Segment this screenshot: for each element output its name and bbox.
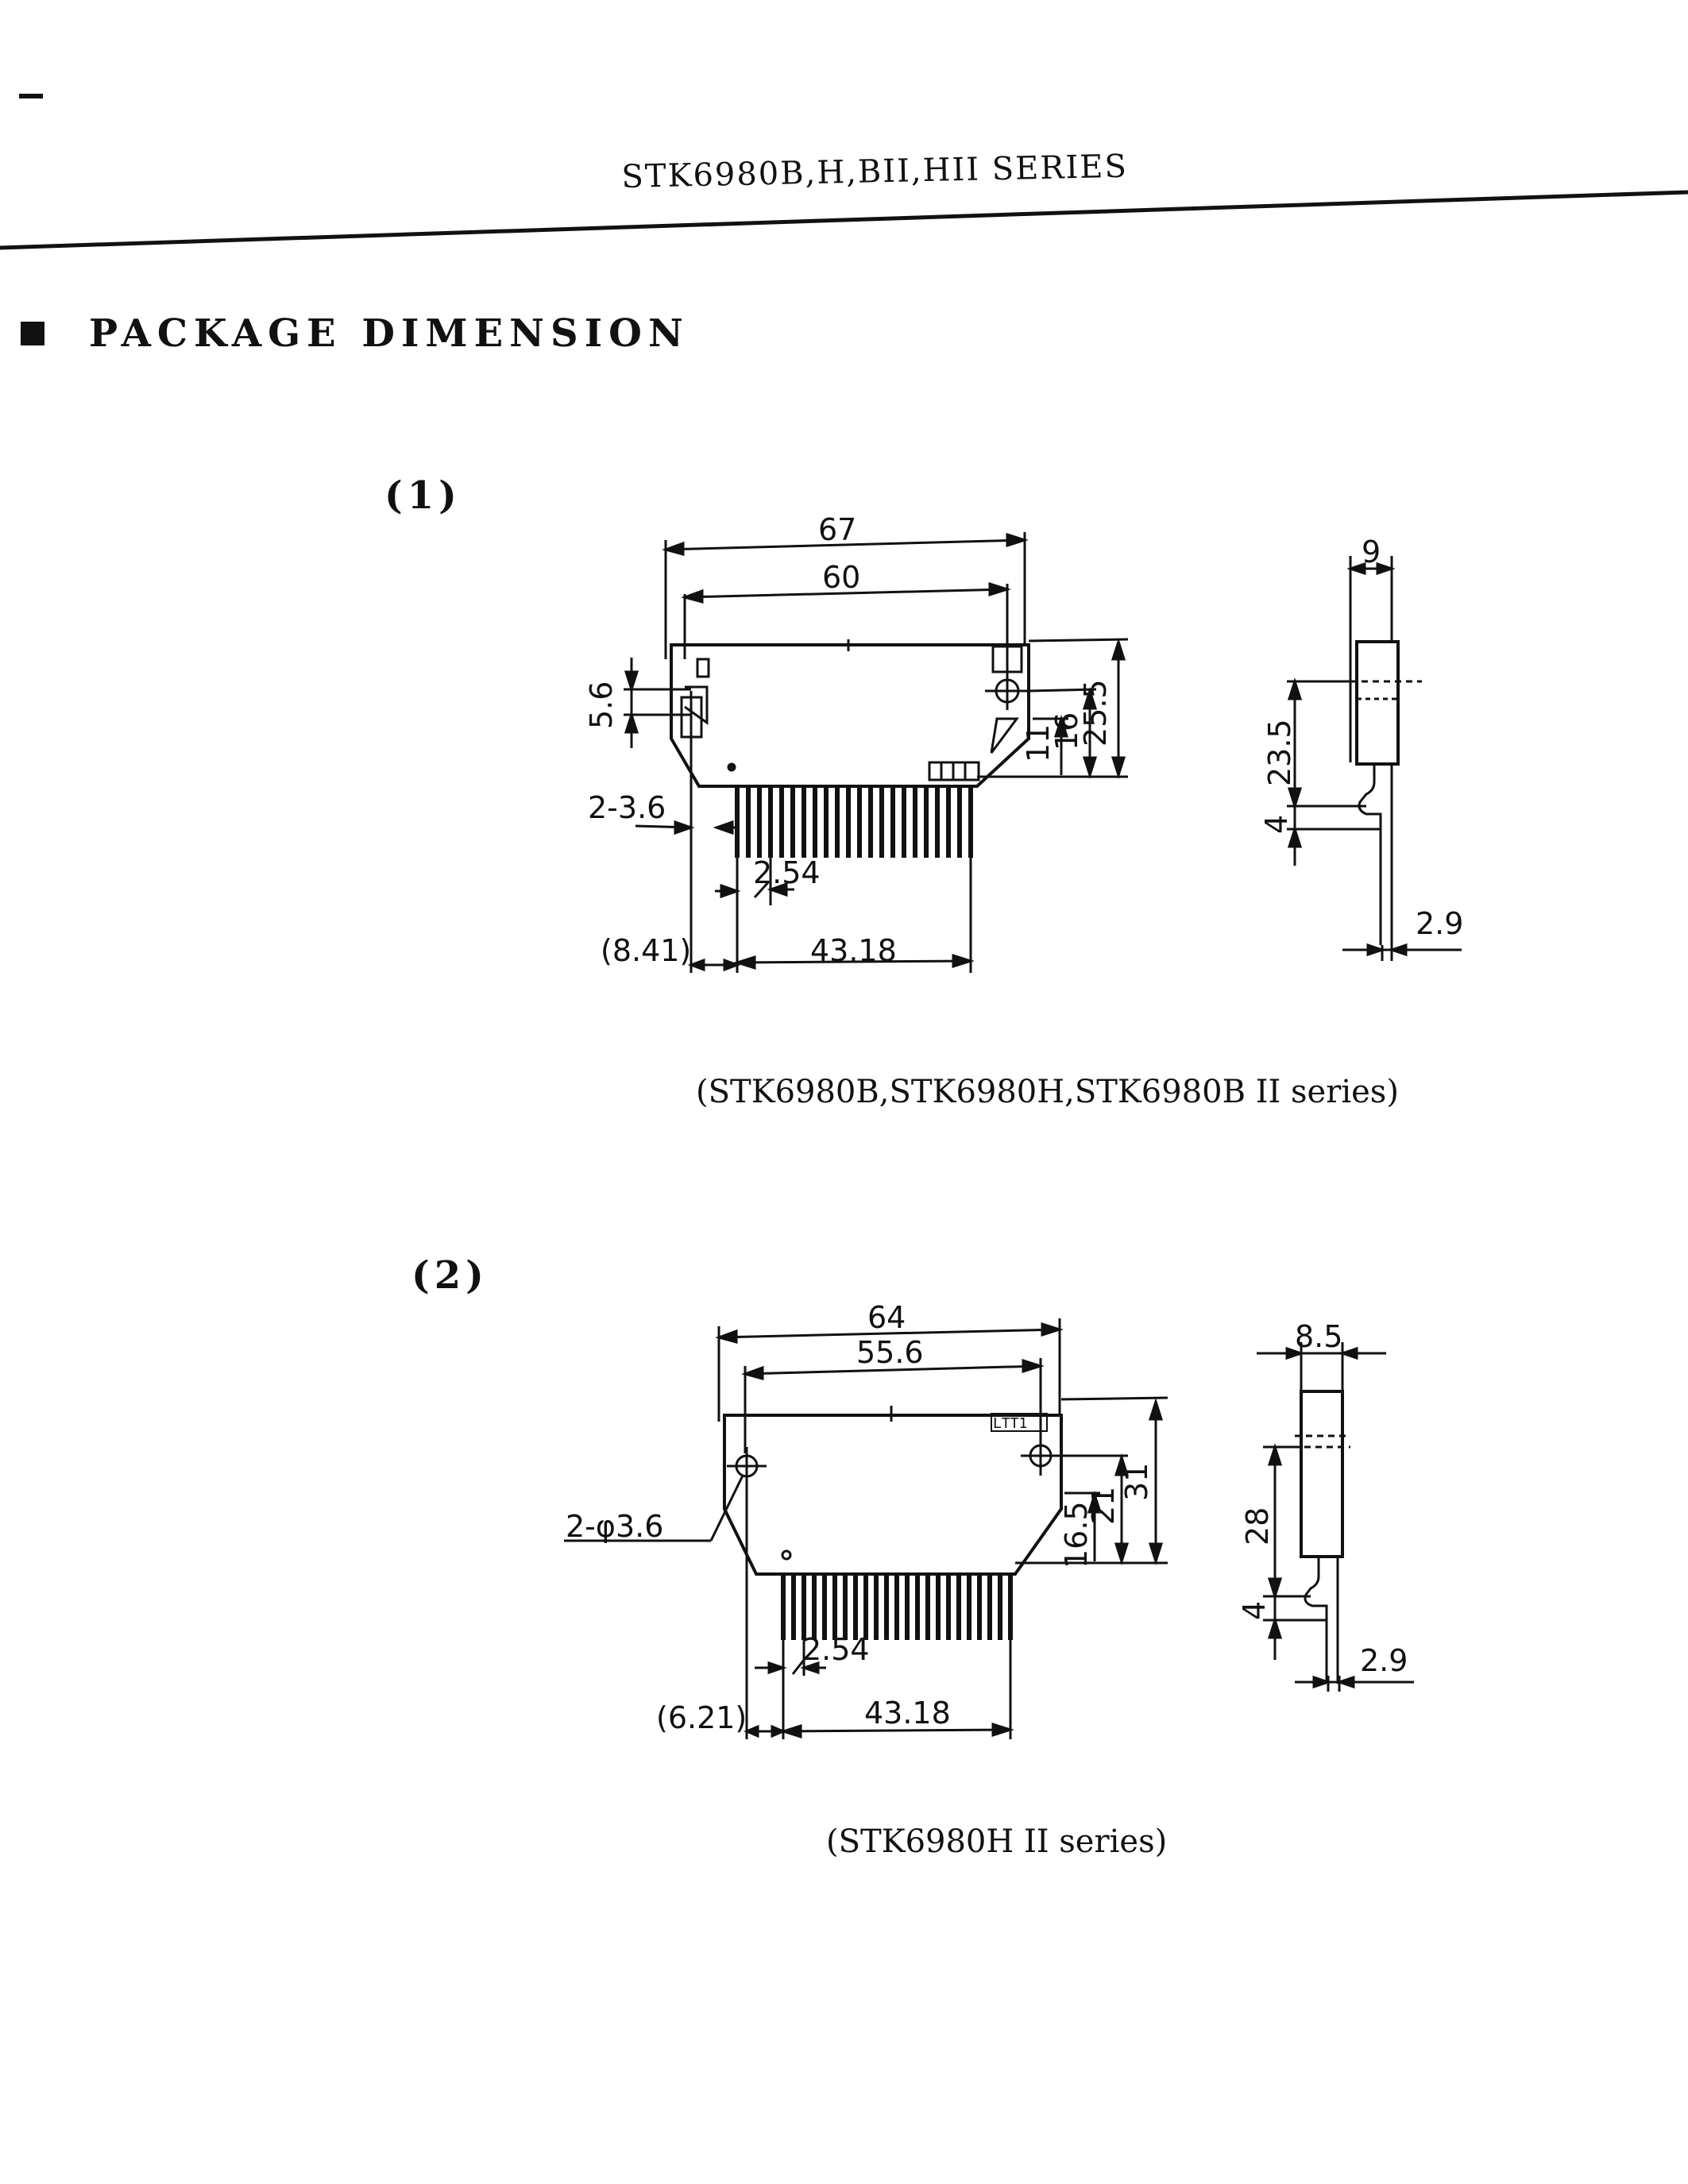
- corner-dash-mark: [19, 94, 43, 98]
- fig1-side-dim-23-5: 23.5: [1262, 719, 1297, 786]
- fig1-dim-8-41: (8.41): [601, 933, 691, 968]
- fig2-pins: [781, 1574, 1013, 1640]
- fig1-dim-2-54: 2.54: [753, 855, 821, 890]
- fig1-side-dim-9: 9: [1362, 534, 1381, 569]
- fig1-dim-2-3-6: 2-3.6: [588, 790, 666, 825]
- fig2-dim-64: 64: [867, 1300, 906, 1335]
- fig1-side-dim-2-9: 2.9: [1416, 906, 1463, 941]
- fig2-side-dim-8-5: 8.5: [1295, 1319, 1342, 1354]
- fig1-side-dim-4: 4: [1259, 815, 1294, 834]
- fig2-dim-2-phi3-6: 2-φ3.6: [566, 1509, 663, 1544]
- fig2-dim-6-21: (6.21): [656, 1700, 747, 1735]
- fig2-dim-16-5: 16.5: [1059, 1501, 1094, 1569]
- fig2-dim-2-54: 2.54: [802, 1632, 870, 1667]
- fig1-dim-67: 67: [818, 512, 856, 547]
- figure1-number: (1): [384, 473, 462, 518]
- figure1-caption: (STK6980B,STK6980H,STK6980B II series): [696, 1074, 1399, 1110]
- header-rule: [0, 190, 1688, 250]
- fig1-body-outline: [670, 643, 1030, 788]
- figure2-number: (2): [411, 1253, 489, 1298]
- fig1-dim-16: 16: [1049, 712, 1084, 751]
- fig1-dim-5-6: 5.6: [584, 681, 619, 729]
- fig2-side-dim-28: 28: [1240, 1507, 1275, 1545]
- fig1-dim-43-18: 43.18: [810, 933, 897, 968]
- fig2-side-dim-2-9: 2.9: [1360, 1643, 1408, 1678]
- fig2-dim-55-6: 55.6: [856, 1335, 924, 1370]
- fig1-dim-11: 11: [1021, 724, 1056, 762]
- fig1-dim-60: 60: [822, 560, 860, 595]
- fig2-dim-31: 31: [1119, 1463, 1154, 1501]
- bullet-square-icon: [21, 322, 44, 345]
- fig1-dim-25-5: 25.5: [1078, 679, 1113, 747]
- fig2-dim-21: 21: [1086, 1487, 1121, 1525]
- figure2-caption: (STK6980H II series): [826, 1823, 1168, 1860]
- fig2-side-dim-4: 4: [1237, 1601, 1272, 1620]
- fig2-dim-43-18: 43.18: [864, 1696, 951, 1731]
- section-title: PACKAGE DIMENSION: [21, 311, 689, 356]
- fig2-body-marking: LTT1: [993, 1415, 1027, 1432]
- fig2-body-outline: [723, 1414, 1063, 1576]
- section-title-text: PACKAGE DIMENSION: [89, 311, 689, 356]
